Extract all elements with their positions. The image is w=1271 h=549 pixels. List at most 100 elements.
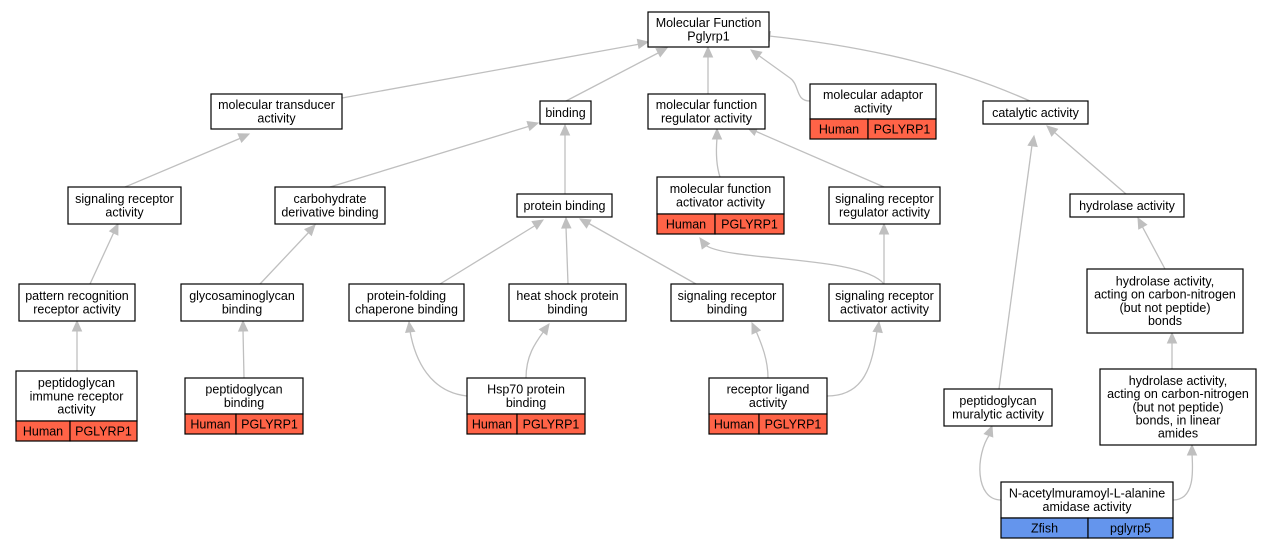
- edge-binding-root-arrowhead: [655, 47, 669, 58]
- edge-hydrolase-catalytic-line: [1053, 131, 1127, 195]
- edge-hsp70-heatshock: [525, 323, 550, 379]
- edge-chaperone-protein-arrowhead: [531, 219, 545, 231]
- node-box: [516, 193, 613, 218]
- edge-gag-carb-line: [259, 231, 310, 285]
- node-protein-binding[interactable]: protein binding: [516, 193, 613, 218]
- gene-badge: [235, 413, 304, 435]
- edge-carb-binding-arrowhead: [526, 121, 540, 132]
- node-label: catalytic activity: [992, 106, 1080, 120]
- node-label: activity: [105, 205, 144, 219]
- edge-hydrolaseamides-hydrolasecn-arrowhead: [1166, 331, 1178, 344]
- edge-heatshock-protein: [561, 216, 572, 285]
- gene-badge: [867, 118, 937, 140]
- edge-adaptor-root: [750, 49, 811, 102]
- node-label: Hsp70 protein: [487, 383, 565, 397]
- species-label: Human: [190, 418, 230, 432]
- node-box: [670, 283, 784, 322]
- node-label: carbohydrate: [294, 192, 367, 206]
- edge-transducer-root-arrowhead: [636, 38, 650, 50]
- edge-catalytic-root-line: [768, 35, 1031, 102]
- node-box: [210, 93, 343, 130]
- node-label: activity: [749, 396, 788, 410]
- edge-activator-regulator-arrowhead: [711, 127, 723, 140]
- node-box: [348, 283, 465, 322]
- edge-amidase-hydrolaseamides-arrowhead: [1186, 443, 1198, 456]
- node-label: muralytic activity: [952, 407, 1044, 421]
- node-catalytic[interactable]: catalytic activity: [982, 100, 1089, 125]
- node-label: bonds, in linear: [1136, 414, 1221, 428]
- edge-adaptor-root-arrowhead: [750, 49, 763, 61]
- gene-badge: [714, 213, 785, 235]
- node-label: protein-folding: [367, 289, 446, 303]
- edge-regulator-root-arrowhead: [702, 45, 714, 58]
- gene-label: PGLYRP1: [75, 425, 132, 439]
- edge-sigrecactivator-sigregulator: [878, 222, 890, 284]
- edge-heatshock-protein-line: [565, 226, 569, 285]
- node-box: [828, 283, 941, 322]
- node-label: molecular function: [656, 98, 757, 112]
- node-label: activity: [57, 403, 96, 417]
- node-label: activity: [854, 101, 893, 115]
- node-label: molecular adaptor: [823, 88, 923, 102]
- edge-sigrecactivator-activator-line: [704, 244, 885, 285]
- edge-adaptor-root-line: [757, 54, 811, 102]
- edge-pattern-sigreceptor: [89, 222, 119, 285]
- edge-hsp70-chaperone-arrowhead: [405, 320, 416, 334]
- node-label: acting on carbon-nitrogen: [1094, 288, 1236, 302]
- gene-label: pglyrp5: [1110, 522, 1151, 536]
- edge-sigreceptor-transducer-line: [124, 137, 242, 188]
- edge-pgnimmune-pattern-arrowhead: [71, 319, 83, 332]
- gene-badge: [1087, 517, 1174, 539]
- edge-muralytic-catalytic-arrowhead: [1027, 134, 1038, 148]
- node-label: hydrolase activity,: [1116, 275, 1214, 289]
- gene-label: PGLYRP1: [765, 418, 822, 432]
- node-box: [1000, 481, 1174, 519]
- node-hydrolase[interactable]: hydrolase activity: [1069, 193, 1185, 218]
- node-hydrolase-amides[interactable]: hydrolase activity,acting on carbon-nitr…: [1099, 368, 1257, 446]
- node-binding[interactable]: binding: [539, 100, 592, 125]
- node-label: acting on carbon-nitrogen: [1107, 387, 1249, 401]
- edge-muralytic-catalytic-line: [998, 144, 1033, 390]
- node-label: signaling receptor: [678, 289, 777, 303]
- edge-gag-carb-arrowhead: [303, 224, 316, 237]
- edge-hydrolasecn-hydrolase-arrowhead: [1137, 216, 1148, 230]
- node-label: chaperone binding: [355, 302, 458, 316]
- node-label: immune receptor: [30, 389, 124, 403]
- edge-carb-binding: [329, 121, 540, 188]
- edge-pattern-sigreceptor-arrowhead: [108, 222, 119, 236]
- edge-amidase-muralytic-line: [979, 433, 1002, 501]
- edge-ligand-sigrecbinding-arrowhead: [751, 321, 762, 335]
- node-label: Molecular Function: [656, 16, 762, 30]
- node-label: protein binding: [523, 199, 605, 213]
- node-label: peptidoglycan: [959, 394, 1036, 408]
- node-hydrolase-cn[interactable]: hydrolase activity,acting on carbon-nitr…: [1086, 268, 1244, 334]
- edge-hydrolase-catalytic-arrowhead: [1046, 125, 1059, 137]
- node-label: amides: [1158, 427, 1198, 441]
- node-label: binding: [222, 302, 262, 316]
- edge-pgnimmune-pattern: [71, 319, 83, 371]
- node-box: [1099, 368, 1257, 446]
- node-label: heat shock protein: [516, 289, 618, 303]
- node-box: [647, 93, 766, 130]
